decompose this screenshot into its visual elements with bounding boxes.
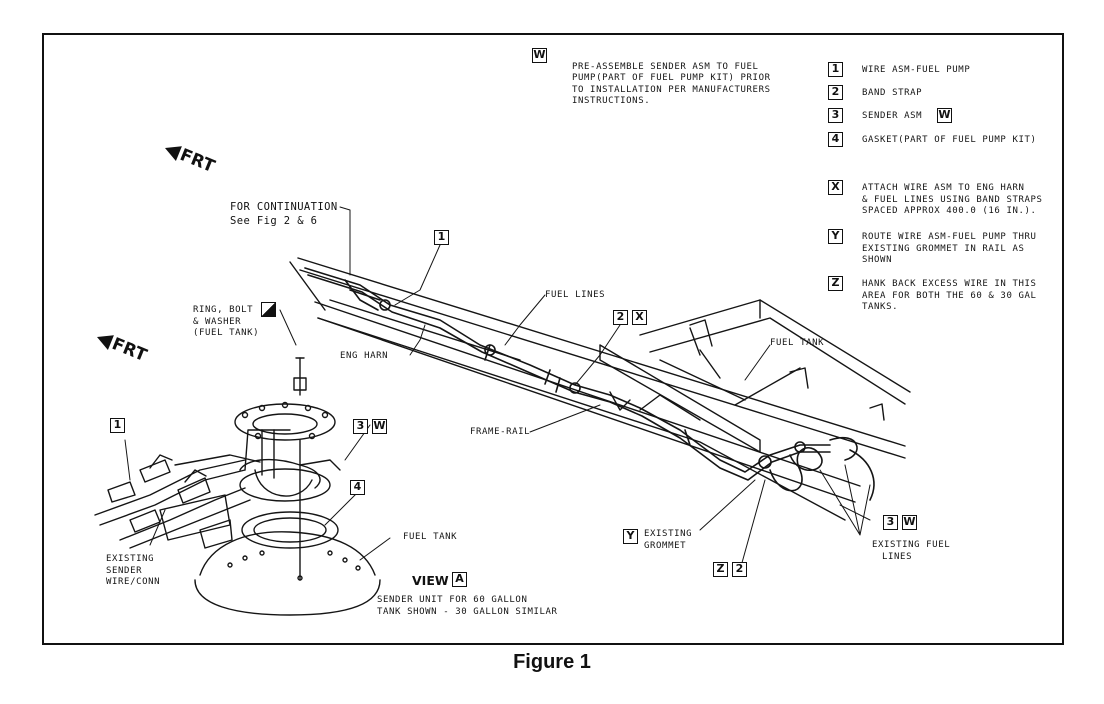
note-w-line: PUMP(PART OF FUEL PUMP KIT) PRIOR	[572, 73, 771, 83]
note-w-marker: W	[532, 48, 547, 63]
marker-2: 2	[613, 310, 628, 325]
figure-frame	[42, 33, 1064, 645]
sender-line: EXISTING	[106, 554, 155, 564]
note-line: AREA FOR BOTH THE 60 & 30 GAL	[862, 290, 1037, 301]
marker-y: Y	[623, 529, 638, 544]
marker-1: 1	[110, 418, 125, 433]
fuel-tank-frame-drawing	[599, 299, 911, 453]
legend-text: SENDER ASM	[862, 111, 923, 121]
sender-line: WIRE/CONN	[106, 577, 161, 587]
legend-marker: 2	[828, 85, 843, 100]
legend-marker: 1	[828, 62, 843, 77]
note-line: & FUEL LINES USING BAND STRAPS	[862, 194, 1043, 205]
grommet-line: GROMMET	[644, 540, 687, 551]
note-w-line: INSTRUCTIONS.	[572, 96, 651, 106]
sender-unit-line: TANK SHOWN - 30 GALLON SIMILAR	[377, 606, 558, 617]
sender-line: SENDER	[106, 565, 143, 576]
ring-bolt-line: RING, BOLT	[193, 305, 254, 315]
note-line: ROUTE WIRE ASM-FUEL PUMP THRU	[862, 232, 1037, 242]
view-label: VIEW	[412, 573, 449, 588]
marker-w: W	[372, 419, 387, 434]
note-text: ATTACH WIRE ASM TO ENG HARN& FUEL LINES …	[862, 183, 1043, 218]
grommet-line: EXISTING	[644, 529, 693, 539]
note-line: TANKS.	[862, 302, 899, 312]
fuel-tank-bottom-label: FUEL TANK	[403, 532, 458, 542]
fuel-lines-line: LINES	[882, 551, 913, 562]
continuation-line: See Fig 2 & 6	[230, 215, 318, 227]
note-line: EXISTING GROMMET IN RAIL AS	[862, 243, 1025, 254]
view-marker: A	[452, 572, 467, 587]
continuation-label: FOR CONTINUATION See Fig 2 & 6	[230, 200, 338, 228]
note-line: SHOWN	[862, 255, 893, 265]
legend-marker: 4	[828, 132, 843, 147]
note-w-line: TO INSTALLATION PER MANUFACTURERS	[572, 84, 771, 95]
fuel-lines-label: FUEL LINES	[545, 290, 606, 300]
marker-3: 3	[353, 419, 368, 434]
fuel-tank-label: FUEL TANK	[770, 338, 825, 348]
half-filled-marker-icon	[261, 302, 276, 317]
marker-x: X	[632, 310, 647, 325]
marker-z: Z	[713, 562, 728, 577]
eng-harn-label: ENG HARN	[340, 351, 389, 361]
note-line: ATTACH WIRE ASM TO ENG HARN	[862, 183, 1025, 193]
note-marker: Z	[828, 276, 843, 291]
marker-4: 4	[350, 480, 365, 495]
legend-text: BAND STRAP	[862, 88, 923, 98]
figure-caption: Figure 1	[513, 651, 591, 673]
marker-1: 1	[434, 230, 449, 245]
ring-bolt-line: (FUEL TANK)	[193, 328, 260, 338]
continuation-line: FOR CONTINUATION	[230, 201, 338, 213]
legend-text: GASKET(PART OF FUEL PUMP KIT)	[862, 135, 1037, 145]
note-w-line: PRE-ASSEMBLE SENDER ASM TO FUEL	[572, 61, 759, 72]
leader-lines	[124, 206, 871, 571]
fuel-lines-line: EXISTING FUEL	[872, 540, 951, 550]
note-marker: X	[828, 180, 843, 195]
note-line: HANK BACK EXCESS WIRE IN THIS	[862, 279, 1037, 289]
marker-3: 3	[883, 515, 898, 530]
frame-rail-label: FRAME-RAIL	[470, 427, 531, 437]
sender-unit-line: SENDER UNIT FOR 60 GALLON	[377, 595, 528, 605]
note-line: SPACED APPROX 400.0 (16 IN.).	[862, 206, 1037, 216]
marker-2: 2	[732, 562, 747, 577]
harness-drawing	[304, 267, 875, 501]
marker-w: W	[902, 515, 917, 530]
note-marker: Y	[828, 229, 843, 244]
legend-extra-marker: W	[937, 108, 952, 123]
legend-text: WIRE ASM-FUEL PUMP	[862, 65, 971, 75]
connector-drawing	[94, 454, 261, 549]
legend-marker: 3	[828, 108, 843, 123]
sender-assembly-drawing	[194, 357, 381, 616]
ring-bolt-line: & WASHER	[193, 316, 242, 327]
ring-bolt-label: RING, BOLT& WASHER(FUEL TANK)	[193, 305, 259, 340]
